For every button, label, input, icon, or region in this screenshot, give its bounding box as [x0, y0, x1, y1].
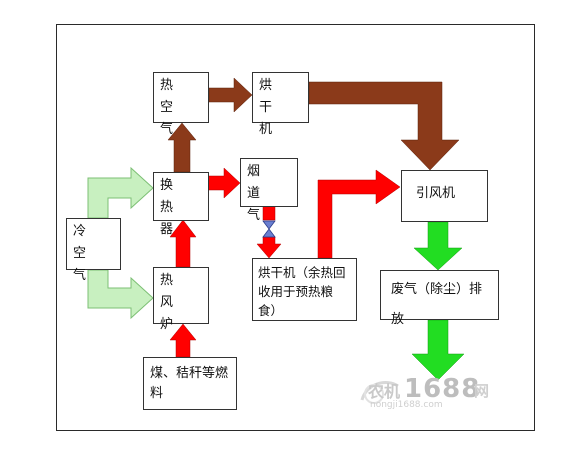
exhaust-out-arrow: [411, 319, 465, 381]
dryer-recovery-to-fan-arrow: [317, 169, 401, 259]
exchanger-to-hot-air-arrow: [167, 122, 197, 173]
cold-air-to-exchanger-arrow: [87, 166, 154, 219]
hot-air-label: 热 空 气: [160, 78, 183, 137]
diagram-frame: [56, 24, 535, 431]
watermark-swoosh-icon: [360, 381, 399, 404]
induced-fan-label: 引风机: [416, 186, 456, 201]
watermark-logo: 农机 1688 网 nongji1688.com: [352, 374, 522, 414]
dryer-box: 烘 干 机: [252, 72, 309, 137]
fuel-label: 煤、秸秆等燃料: [150, 366, 229, 401]
hot-air-to-dryer-arrow: [208, 77, 253, 113]
fuel-box: 煤、秸秆等燃料: [143, 357, 237, 410]
watermark-number: 1688: [404, 374, 481, 404]
dryer-heat-recovery-box: 烘干机（余热回收用于预热粮食）: [252, 258, 357, 321]
exhaust-label: 废气（除尘）排放: [391, 282, 483, 327]
flue-to-dryer-arrow: [256, 205, 282, 259]
exhaust-box: 废气（除尘）排放: [380, 270, 499, 327]
flue-gas-box: 烟 道 气: [240, 158, 298, 223]
stove-to-exchanger-arrow: [169, 219, 197, 268]
cold-air-label: 冷 空 气: [73, 224, 96, 283]
exchanger-to-flue-arrow: [207, 167, 241, 199]
induced-fan-box: 引风机: [401, 170, 488, 222]
watermark-domain: nongji1688.com: [370, 400, 443, 410]
dryer-label: 烘 干 机: [259, 78, 282, 137]
cold-air-box: 冷 空 气: [66, 218, 121, 283]
fuel-to-stove-arrow: [169, 323, 197, 358]
watermark-suffix: 网: [474, 382, 490, 400]
hot-air-box: 热 空 气: [153, 72, 209, 137]
hot-blast-stove-label: 热 风 炉: [160, 273, 183, 332]
heat-exchanger-box: 换 热 器: [153, 172, 209, 237]
hot-blast-stove-box: 热 风 炉: [153, 267, 209, 332]
dryer-to-fan-arrow: [308, 81, 460, 171]
heat-exchanger-label: 换 热 器: [160, 178, 183, 237]
valve-icon: [262, 220, 276, 238]
cold-air-to-stove-arrow: [87, 269, 154, 320]
watermark-brand: 农机: [368, 382, 401, 401]
dryer-heat-recovery-label: 烘干机（余热回收用于预热粮食）: [258, 265, 346, 318]
flue-gas-label: 烟 道 气: [247, 164, 270, 223]
fan-to-exhaust-arrow: [413, 221, 463, 271]
